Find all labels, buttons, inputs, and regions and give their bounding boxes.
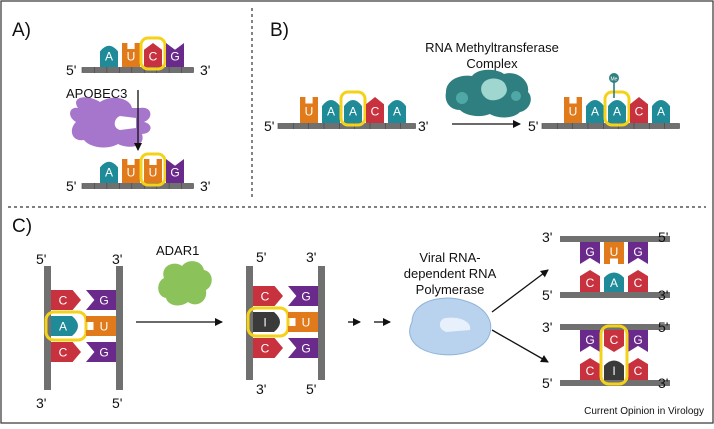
panel-a-bottom-three-prime: 3' [200, 178, 210, 194]
nucleotide-G: G [99, 345, 108, 359]
nucleotide-A: A [657, 105, 665, 119]
nucleotide-A: A [327, 105, 335, 119]
out1-bottom-left: 5' [542, 287, 552, 303]
nucleotide-U: U [127, 165, 136, 179]
nucleotide-I: I [612, 364, 615, 378]
nucleotide-G: G [99, 293, 108, 307]
nucleotide-A: A [59, 319, 67, 333]
panel-b-enzyme-line1: RNA Methyltransferase [425, 40, 559, 55]
panel-c-arrow-down [491, 329, 549, 363]
adar1-enzyme-icon [158, 261, 212, 306]
nucleotide-U: U [127, 49, 136, 63]
nucleotide-A: A [393, 105, 401, 119]
out2-bottom-right: 3' [658, 375, 668, 391]
nucleotide-A: A [349, 105, 357, 119]
out2-bottom-left: 5' [542, 375, 552, 391]
polymerase-icon [409, 297, 492, 356]
ds1-bottom-right: 5' [112, 395, 122, 411]
nucleotide-C: C [261, 289, 270, 303]
panel-a-enzyme-label: APOBEC3 [66, 86, 127, 101]
nucleotide-U: U [100, 319, 109, 333]
panel-a-top-three-prime: 3' [200, 62, 210, 78]
panel-b-left-three-prime: 3' [418, 118, 428, 134]
nucleotide-C: C [59, 293, 68, 307]
nucleotide-U: U [610, 245, 619, 259]
nucleotide-G: G [170, 165, 179, 179]
nucleotide-C: C [149, 49, 158, 63]
adar1-label: ADAR1 [156, 243, 199, 258]
nucleotide-C: C [371, 105, 380, 119]
nucleotide-C: C [261, 341, 270, 355]
nucleotide-A: A [613, 105, 621, 119]
polymerase-line3: Polymerase [416, 282, 485, 297]
nucleotide-A: A [105, 165, 113, 179]
out1-top-right: 5' [658, 229, 668, 245]
nucleotide-U: U [305, 105, 314, 119]
panel-b-enzyme-line2: Complex [466, 56, 518, 71]
out2-top-right: 5' [658, 319, 668, 335]
nucleotide-I: I [263, 315, 266, 329]
nucleotide-C: C [635, 105, 644, 119]
nucleotide-G: G [170, 49, 179, 63]
out2-top-left: 3' [542, 319, 552, 335]
ds1-top-right: 3' [112, 251, 122, 267]
ds2-bottom-left: 3' [256, 381, 266, 397]
nucleotide-C: C [610, 333, 619, 347]
panel-a-label: A) [12, 20, 31, 41]
nucleotide-U: U [302, 315, 311, 329]
nucleotide-G: G [633, 333, 642, 347]
journal-credit: Current Opinion in Virology [584, 406, 704, 417]
panel-c-duplex-inosine: CIC GUG [246, 266, 325, 380]
nucleotide-C: C [586, 364, 595, 378]
nucleotide-A: A [105, 49, 113, 63]
panel-c-arrow-up [491, 269, 549, 313]
nucleotide-C: C [59, 345, 68, 359]
ds1-bottom-left: 3' [36, 395, 46, 411]
ds2-top-left: 5' [256, 249, 266, 265]
panel-c-duplex-edited-site: CAC GUG [44, 266, 123, 390]
nucleotide-C: C [634, 276, 643, 290]
ds2-top-right: 3' [306, 249, 316, 265]
nucleotide-A: A [591, 105, 599, 119]
panel-a-bottom-five-prime: 5' [66, 178, 76, 194]
nucleotide-A: A [610, 276, 618, 290]
nucleotide-G: G [301, 341, 310, 355]
apobec3-enzyme-icon [70, 97, 151, 148]
panel-b-label: B) [270, 20, 289, 41]
methyl-group-icon [609, 73, 619, 83]
nucleotide-G: G [301, 289, 310, 303]
nucleotide-G: G [585, 245, 594, 259]
nucleotide-G: G [585, 333, 594, 347]
methyltransferase-complex-icon [445, 69, 531, 118]
polymerase-line1: Viral RNA- [419, 250, 480, 265]
methyl-label: Me [611, 77, 618, 83]
nucleotide-G: G [633, 245, 642, 259]
polymerase-line2: dependent RNA [404, 266, 497, 281]
panel-a-top-five-prime: 5' [66, 62, 76, 78]
ds2-bottom-right: 5' [306, 381, 316, 397]
panel-c-label: C) [12, 216, 32, 237]
out1-top-left: 3' [542, 229, 552, 245]
nucleotide-U: U [149, 165, 158, 179]
panel-b-left-five-prime: 5' [264, 118, 274, 134]
nucleotide-C: C [586, 276, 595, 290]
panel-b-right-five-prime: 5' [528, 118, 538, 134]
ds1-top-left: 5' [36, 251, 46, 267]
nucleotide-U: U [569, 105, 578, 119]
out1-bottom-right: 3' [658, 287, 668, 303]
nucleotide-C: C [634, 364, 643, 378]
